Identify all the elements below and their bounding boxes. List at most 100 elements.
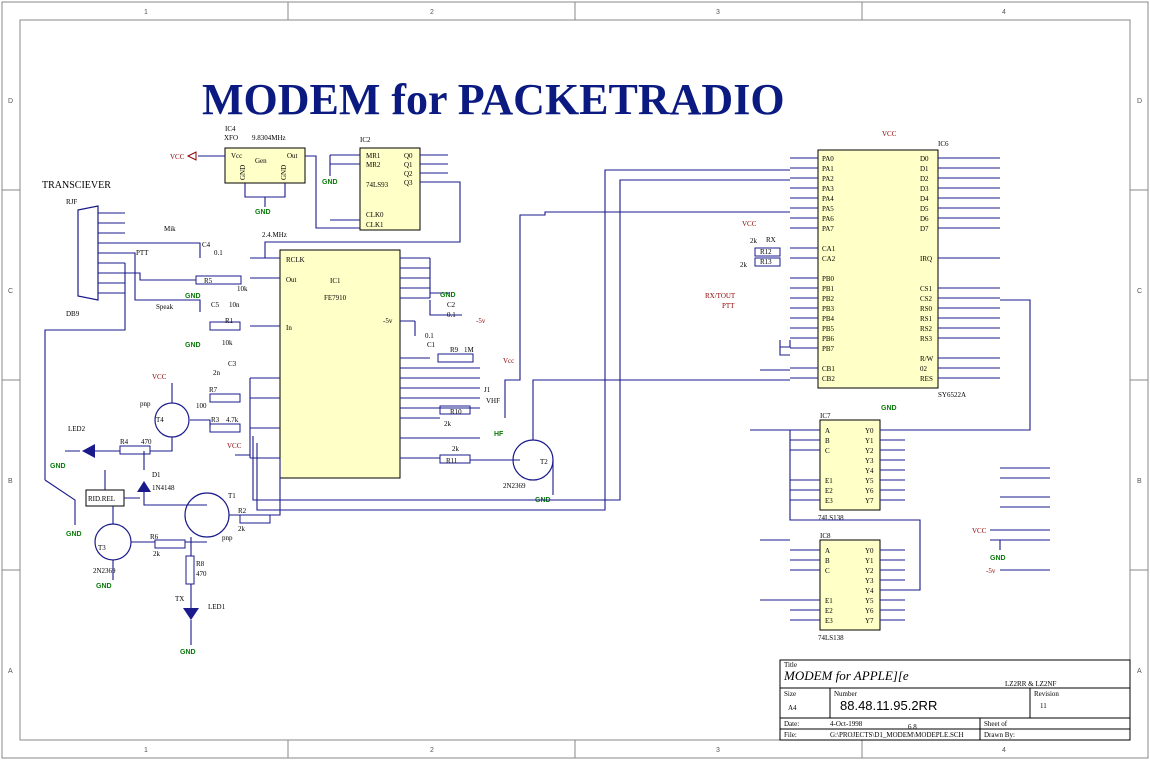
tb-date: 4-Oct-1998 [830,720,863,728]
ic6-pin-rs1: RS1 [920,315,933,323]
zone-row-a-left: A [8,668,13,675]
ic4-pin-vcc: Vcc [231,152,242,160]
tb-size: A4 [788,704,797,712]
ic8-pins-out-y7: Y7 [865,617,874,625]
ic6-pin-cs1: CS1 [920,285,933,293]
ic8-pins-in-c: C [825,567,830,575]
c4-value: 0.1 [214,249,223,257]
tb-authors: LZ2RR & LZ2NF [1005,680,1056,688]
r9-value: 1M [464,346,475,354]
minus5-label: -5v [476,317,486,325]
driver-stage: T4 pnp VCC T1 pnp T3 2N2369 T2 2N2369 GN… [44,373,760,656]
ic6-pin-pb1: PB1 [822,285,835,293]
led1-gnd: GND [180,649,196,656]
ic1-modem: IC1 FE7910 RCLK Out In -5v 2.4.MHz GND -… [250,231,514,479]
ic6-pin-pa3: PA3 [822,185,834,193]
tb-rev-label: Revision [1034,690,1059,698]
ic2-pin-mr2: MR2 [366,161,381,169]
r7-value: 100 [196,402,207,410]
ptt-label: PTT [136,249,149,257]
r8-value: 470 [196,570,207,578]
r8-label: R8 [196,560,205,568]
r4-label: R4 [120,438,129,446]
r2-value: 2k [238,525,246,533]
conn-vcc: VCC [972,527,987,535]
ic6-via: IC6 SY6522A VCC GND PA0PA1PA2PA3PA4PA5PA… [705,130,1031,431]
ic8-pins-in-b: B [825,557,830,565]
r3-value: 4.7k [226,416,239,424]
ic6-pin-pa2: PA2 [822,175,834,183]
ic6-pin-d1: D1 [920,165,929,173]
zone-col-4-bottom: 4 [1002,747,1006,754]
zone-row-b-right: B [1137,478,1142,485]
r13-label: R13 [760,258,772,266]
j1-label: J1 [484,386,491,394]
ic1-pin-neg5: -5v [383,317,393,325]
t3-label: T3 [98,544,106,552]
d1-value: 1N4148 [152,484,175,492]
t2-type: 2N2369 [503,482,526,490]
ic7-pins-in-c: C [825,447,830,455]
ic6-pin-pa0: PA0 [822,155,834,163]
ic6-pin-pb5: PB5 [822,325,835,333]
r6-value: 2k [153,550,161,558]
c3-label: C3 [228,360,237,368]
ic1-pin-out: Out [286,276,297,284]
r10-label: R10 [450,408,462,416]
c2-value: 0.1 [447,311,456,319]
ic6-pin-d5: D5 [920,205,929,213]
ic6-ref: IC6 [938,140,949,148]
r1-gnd: GND [185,342,201,349]
tb-file-label: File: [784,731,797,739]
title-block: Title MODEM for APPLE][e LZ2RR & LZ2NF S… [779,659,1131,741]
ic6-pin-rs0: RS0 [920,305,933,313]
d1-label: D1 [152,471,161,479]
ic2-pin-q1: Q1 [404,161,413,169]
hf-label: HF [494,431,504,438]
zone-col-4-top: 4 [1002,9,1006,16]
r13-value: 2k [740,261,748,269]
ic8-ref: IC8 [820,532,831,540]
ic6-pin-rs3: RS3 [920,335,933,343]
ic6-vcc: VCC [882,130,897,138]
rx-label: RX [766,236,776,244]
zone-col-1-top: 1 [144,9,148,16]
ic6-pin-02: 02 [920,365,928,373]
ic8-pins-in-a: A [825,547,830,555]
ic6-pin-ca2: CA2 [822,255,836,263]
ic7-pins-out-y1: Y1 [865,437,874,445]
ic6-pin-pb0: PB0 [822,275,835,283]
zone-row-c-right: C [1137,288,1142,295]
ic7-pins-in-e1: E1 [825,477,833,485]
r12-value: 2k [750,237,758,245]
ic6-pin-pb2: PB2 [822,295,835,303]
zone-row-c-left: C [8,288,13,295]
zone-col-2-bottom: 2 [430,747,434,754]
ic6-pin-pa5: PA5 [822,205,834,213]
ic1-pin-rclk: RCLK [286,256,305,264]
ptt2-label: PTT [722,302,735,310]
ic8-pins-out-y3: Y3 [865,577,874,585]
tb-file: G:\PROJECTS\D1_MODEM\MODEPLE.SCH [830,731,964,739]
c1-label: C1 [427,341,436,349]
ic7-pins-out-y3: Y3 [865,457,874,465]
ic7-pins-in-a: A [825,427,830,435]
ic8-pins-in-e3: E3 [825,617,833,625]
ic6-pin-cb1: CB1 [822,365,835,373]
ic6-left-pins: PA0PA1PA2PA3PA4PA5PA6PA7CA1CA2PB0PB1PB2P… [790,155,836,383]
zone-col-3-top: 3 [716,9,720,16]
decoder-wires [750,429,921,601]
tb-sheet-label: Sheet of [984,720,1008,728]
conn-minus5: -5v [986,567,996,575]
r9-label: R9 [450,346,459,354]
ic7-pins-out-y2: Y2 [865,447,874,455]
ic8-pins-out-y6: Y6 [865,607,874,615]
t1-type: pnp [222,534,233,542]
r3-label: R3 [211,416,220,424]
ic1-pin-in: In [286,324,292,332]
ic7-pins-out-y4: Y4 [865,467,874,475]
r1-value: 10k [222,339,233,347]
input-passives: C4 0.1 R5 10k GND C5 10n R1 10k GND C3 2… [185,241,248,433]
